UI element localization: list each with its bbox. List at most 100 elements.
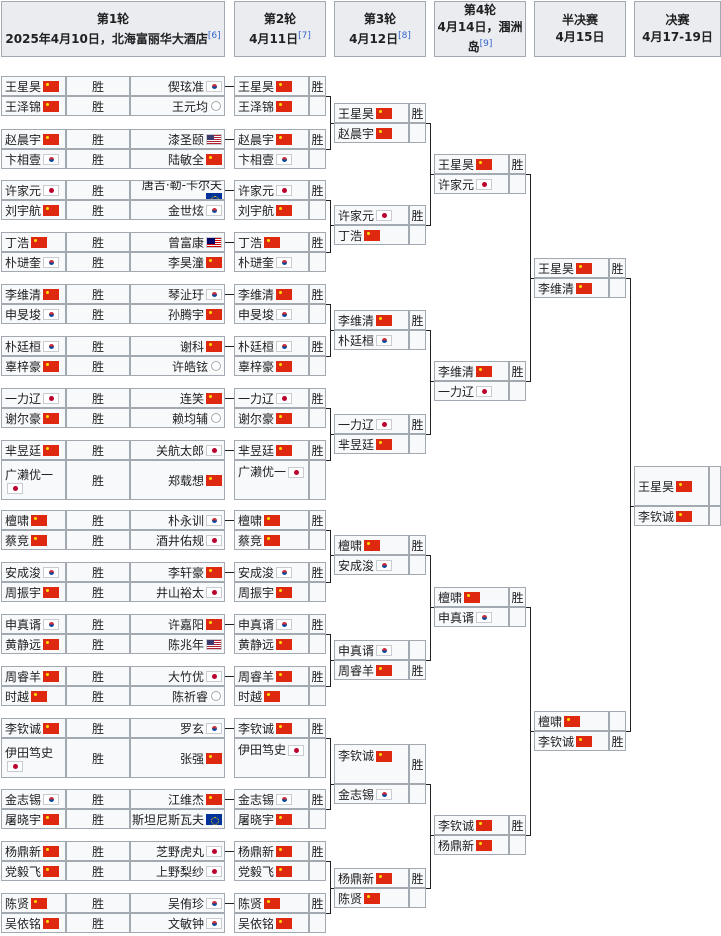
player-name-cell[interactable]: 李钦诚	[234, 718, 309, 738]
player-name-cell[interactable]: 陈祈睿	[130, 686, 225, 706]
player-name-cell[interactable]: 孙腾宇	[130, 304, 225, 324]
player-name-cell[interactable]: 芈昱廷	[334, 434, 409, 454]
player-name-cell[interactable]: 张强	[130, 738, 225, 778]
player-name-cell[interactable]: 许皓铉	[130, 356, 225, 376]
player-name-cell[interactable]: 王星昊	[1, 76, 66, 96]
reference-link[interactable]: [6]	[207, 30, 221, 41]
player-name-cell[interactable]: 谢尔豪	[1, 408, 66, 428]
player-name-cell[interactable]: 赵晨宇	[234, 129, 309, 149]
player-name-cell[interactable]: 斯坦尼斯瓦夫	[130, 809, 225, 829]
player-name-cell[interactable]: 朴琎奎	[1, 252, 66, 272]
player-name-cell[interactable]: 江维杰	[130, 789, 225, 809]
player-name-cell[interactable]: 偰玹准	[130, 76, 225, 96]
player-name-cell[interactable]: 李轩豪	[130, 562, 225, 582]
player-name-cell[interactable]: 申旻埈	[1, 304, 66, 324]
player-name-cell[interactable]: 周睿羊	[1, 666, 66, 686]
player-name-cell[interactable]: 安成浚	[234, 562, 309, 582]
player-name-cell[interactable]: 吴依铭	[234, 913, 309, 933]
player-name-cell[interactable]: 刘宇航	[1, 200, 66, 220]
player-name-cell[interactable]: 许家元	[434, 174, 509, 194]
player-name-cell[interactable]: 王星昊	[634, 466, 709, 506]
player-name-cell[interactable]: 屠晓宇	[1, 809, 66, 829]
player-name-cell[interactable]: 李钦诚	[334, 744, 409, 784]
player-name-cell[interactable]: 檀啸	[334, 535, 409, 555]
player-name-cell[interactable]: 井山裕太	[130, 582, 225, 602]
player-name-cell[interactable]: 丁浩	[334, 225, 409, 245]
player-name-cell[interactable]: 蔡竞	[234, 530, 309, 550]
player-name-cell[interactable]: 杨鼎新	[334, 868, 409, 888]
player-name-cell[interactable]: 王星昊	[534, 258, 609, 278]
reference-link[interactable]: [9]	[479, 39, 493, 49]
player-name-cell[interactable]: 金志锡	[334, 784, 409, 804]
player-name-cell[interactable]: 罗玄	[130, 718, 225, 738]
player-name-cell[interactable]: 漆圣颐	[130, 129, 225, 149]
player-name-cell[interactable]: 屠晓宇	[234, 809, 309, 829]
player-name-cell[interactable]: 吴依铭	[1, 913, 66, 933]
player-name-cell[interactable]: 申真谞	[1, 614, 66, 634]
player-name-cell[interactable]: 赵晨宇	[334, 123, 409, 143]
player-name-cell[interactable]: 杨鼎新	[234, 841, 309, 861]
player-name-cell[interactable]: 黄静远	[1, 634, 66, 654]
player-name-cell[interactable]: 赵晨宇	[1, 129, 66, 149]
reference-link[interactable]: [8]	[398, 30, 411, 41]
player-name-cell[interactable]: 李钦诚	[634, 506, 709, 526]
player-name-cell[interactable]: 芝野虎丸	[130, 841, 225, 861]
player-name-cell[interactable]: 李昊潼	[130, 252, 225, 272]
player-name-cell[interactable]: 刘宇航	[234, 200, 309, 220]
player-name-cell[interactable]: 陈贤	[234, 893, 309, 913]
player-name-cell[interactable]: 时越	[234, 686, 309, 706]
player-name-cell[interactable]: 广濑优一	[1, 460, 66, 500]
player-name-cell[interactable]: 申旻埈	[234, 304, 309, 324]
player-name-cell[interactable]: 周振宇	[234, 582, 309, 602]
player-name-cell[interactable]: 朴廷桓	[334, 330, 409, 350]
player-name-cell[interactable]: 郑载想	[130, 460, 225, 500]
player-name-cell[interactable]: 安成浚	[1, 562, 66, 582]
player-name-cell[interactable]: 酒井佑规	[130, 530, 225, 550]
player-name-cell[interactable]: 周睿羊	[334, 660, 409, 680]
player-name-cell[interactable]: 一力辽	[434, 381, 509, 401]
player-name-cell[interactable]: 黄静远	[234, 634, 309, 654]
player-name-cell[interactable]: 王星昊	[434, 154, 509, 174]
player-name-cell[interactable]: 李维清	[234, 284, 309, 304]
player-name-cell[interactable]: 王元均	[130, 96, 225, 116]
player-name-cell[interactable]: 申真谞	[434, 607, 509, 627]
player-name-cell[interactable]: 檀啸	[434, 587, 509, 607]
player-name-cell[interactable]: 金志锡	[234, 789, 309, 809]
player-name-cell[interactable]: 唐吉·勒-卡尔夫	[130, 180, 225, 200]
player-name-cell[interactable]: 许家元	[334, 205, 409, 225]
player-name-cell[interactable]: 金志锡	[1, 789, 66, 809]
player-name-cell[interactable]: 李钦诚	[434, 815, 509, 835]
player-name-cell[interactable]: 朴廷桓	[234, 336, 309, 356]
player-name-cell[interactable]: 大竹优	[130, 666, 225, 686]
player-name-cell[interactable]: 金世炫	[130, 200, 225, 220]
player-name-cell[interactable]: 李维清	[1, 284, 66, 304]
player-name-cell[interactable]: 关航太郎	[130, 440, 225, 460]
player-name-cell[interactable]: 谢科	[130, 336, 225, 356]
player-name-cell[interactable]: 陈贤	[1, 893, 66, 913]
player-name-cell[interactable]: 赖均辅	[130, 408, 225, 428]
player-name-cell[interactable]: 芈昱廷	[1, 440, 66, 460]
player-name-cell[interactable]: 李钦诚	[1, 718, 66, 738]
player-name-cell[interactable]: 丁浩	[234, 232, 309, 252]
player-name-cell[interactable]: 李维清	[534, 278, 609, 298]
player-name-cell[interactable]: 杨鼎新	[1, 841, 66, 861]
player-name-cell[interactable]: 许嘉阳	[130, 614, 225, 634]
player-name-cell[interactable]: 广濑优一	[234, 460, 309, 500]
player-name-cell[interactable]: 李钦诚	[534, 731, 609, 751]
reference-link[interactable]: [7]	[298, 30, 311, 41]
player-name-cell[interactable]: 陈贤	[334, 888, 409, 908]
player-name-cell[interactable]: 陈兆年	[130, 634, 225, 654]
player-name-cell[interactable]: 朴永训	[130, 510, 225, 530]
player-name-cell[interactable]: 王泽锦	[234, 96, 309, 116]
player-name-cell[interactable]: 辜梓豪	[234, 356, 309, 376]
player-name-cell[interactable]: 王星昊	[234, 76, 309, 96]
player-name-cell[interactable]: 谢尔豪	[234, 408, 309, 428]
player-name-cell[interactable]: 王泽锦	[1, 96, 66, 116]
player-name-cell[interactable]: 曾富康	[130, 232, 225, 252]
player-name-cell[interactable]: 申真谞	[234, 614, 309, 634]
player-name-cell[interactable]: 卞相壹	[234, 149, 309, 169]
player-name-cell[interactable]: 文敏钟	[130, 913, 225, 933]
player-name-cell[interactable]: 党毅飞	[1, 861, 66, 881]
player-name-cell[interactable]: 杨鼎新	[434, 835, 509, 855]
player-name-cell[interactable]: 党毅飞	[234, 861, 309, 881]
